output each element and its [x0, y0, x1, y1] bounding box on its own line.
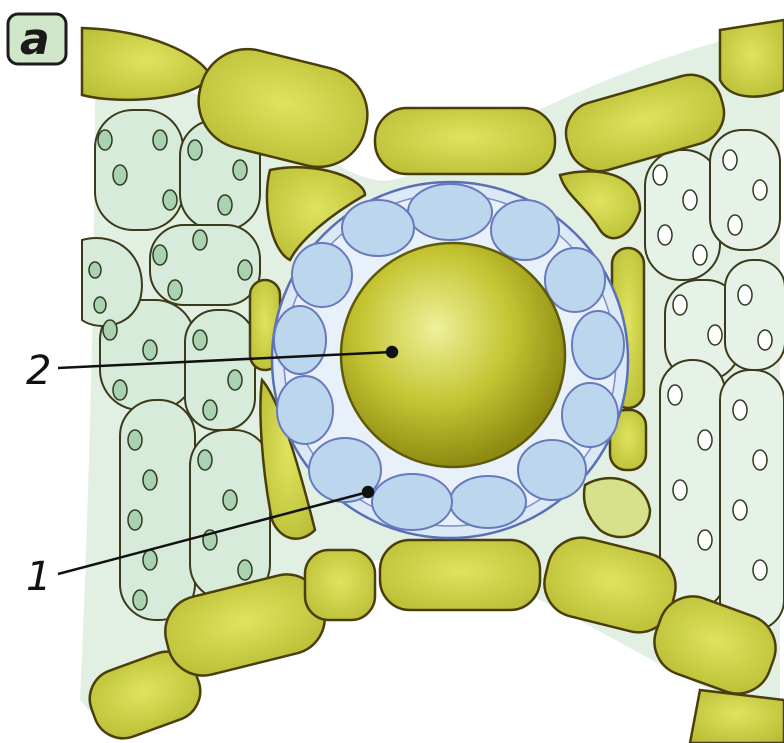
panel-badge: a — [8, 14, 66, 65]
callout-1-label: 1 — [26, 554, 51, 600]
callout-2-dot — [387, 347, 397, 357]
panel-label: a — [20, 14, 50, 65]
spore — [341, 243, 565, 467]
callout-2-label: 2 — [26, 348, 51, 394]
callout-1-dot — [363, 487, 373, 497]
right-mesophyll-cells — [645, 130, 784, 630]
